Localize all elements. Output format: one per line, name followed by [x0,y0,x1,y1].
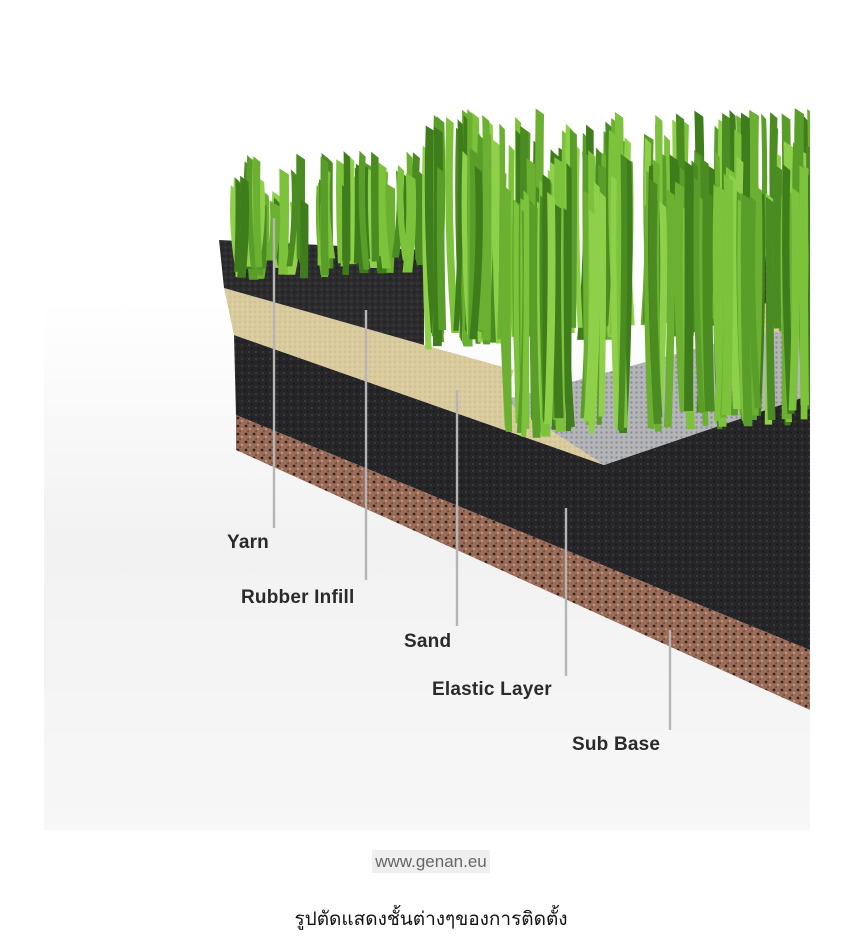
grass-blade [397,164,409,261]
cross-section-figure [44,0,810,830]
grass-blade [654,201,667,430]
grass-blade [358,150,370,270]
grass-blade [544,192,556,424]
grass-blade [252,156,263,268]
label-sand: Sand [404,631,452,652]
grass-blade [740,193,753,427]
grass-blade [234,177,241,272]
label-rubber-infill: Rubber Infill [241,587,355,608]
grass-blade [800,191,808,420]
leader-lines [272,218,672,730]
grass-blade [588,181,601,434]
label-sub-base: Sub Base [572,734,661,755]
grass-blade [712,184,727,427]
grass-blade [650,195,663,416]
grass-blade [702,190,715,412]
source-url: www.genan.eu [372,850,490,873]
grass-blade [453,118,464,331]
sub-base-layer [236,415,810,710]
grass-blade [436,166,447,330]
grass-blade [278,168,290,275]
grass-blade [721,174,734,416]
grass-blade [684,160,694,412]
turf-layers-diagram [44,108,810,830]
elastic-layer [234,335,810,650]
label-elastic-layer: Elastic Layer [432,679,552,700]
yarn-blades [230,108,810,438]
grass-blade [788,187,800,411]
grass-blade [765,196,776,421]
grass-blade [461,150,473,335]
grass-blade [286,169,298,267]
figure-caption: รูปตัดแสดงชั้นต่างๆของการติดตั้ง [294,908,568,930]
grass-blade [320,156,329,275]
grass-blade [342,151,351,275]
grass-blade [513,199,521,424]
grass-blade [663,189,675,428]
grass-blade [529,202,541,438]
grass-blade [469,165,483,340]
grass-blade [237,175,250,278]
grass-blade [803,174,810,410]
grass-blade [748,195,762,409]
grass-blade [370,151,380,262]
grass-blade [445,117,460,334]
label-yarn: Yarn [227,532,269,553]
grass-blade [693,177,705,413]
grass-blade [504,186,513,432]
grass-blade [246,154,257,269]
grass-blade [299,198,309,279]
grass-blade [521,190,530,437]
source-credit: www.genan.eu [0,850,862,873]
grass-blade [617,153,628,431]
